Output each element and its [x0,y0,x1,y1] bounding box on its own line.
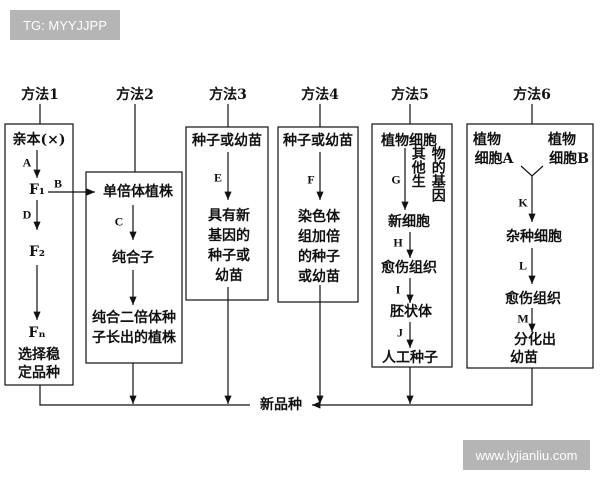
box-method-3 [185,126,269,301]
m6-step-l: L [518,258,528,273]
m3-end-1: 具有新 [208,208,250,224]
m6-cell-b-1: 植物 [548,132,576,148]
m3-end-4: 幼苗 [215,268,243,284]
m2-end-2: 子长出的植株 [92,330,176,346]
m1-f1: F₁ [28,182,46,198]
m4-step-f: F [307,172,315,187]
m3-start: 种子或幼苗 [192,133,262,149]
box-method-5 [371,123,453,368]
m1-step-a: A [22,155,32,170]
m5-step-i: I [395,282,401,297]
box-method-4 [277,126,359,303]
m6-cell-b-2: 细胞B [549,151,589,167]
m4-end-4: 或幼苗 [298,269,340,285]
method-2-label: 方法2 [116,87,154,103]
m5-step-h: H [393,235,403,250]
m6-cell-a-1: 植物 [473,132,501,148]
method-1-label: 方法1 [21,87,59,103]
m5-new-cell: 新细胞 [388,214,430,230]
box-method-6 [466,123,594,369]
m1-fn: Fₙ [28,325,46,341]
m6-step-k: K [518,195,528,210]
m2-step-c: C [114,214,124,229]
method-6-label: 方法6 [513,87,551,103]
m5-artificial-seed: 人工种子 [382,350,438,366]
m5-step-g: G [391,172,401,187]
m1-step-d: D [22,207,32,222]
m6-differentiate: 分化出 [514,332,556,348]
method-3-label: 方法3 [209,87,247,103]
m2-end-1: 纯合二倍体种 [92,310,176,326]
m5-callus: 愈伤组织 [381,260,437,276]
m3-end-2: 基因的 [208,228,250,244]
watermark-bottom: www.lyjianliu.com [463,440,590,470]
m4-start: 种子或幼苗 [283,133,353,149]
m5-side-1: 其他生 [409,146,426,188]
method-5-label: 方法5 [391,87,429,103]
m6-callus: 愈伤组织 [505,291,561,307]
m6-cell-a-2: 细胞A [474,151,514,167]
m2-mid: 纯合子 [112,250,154,266]
result-new-variety: 新品种 [260,397,302,413]
m5-side-2: 物的基因 [429,146,446,202]
m4-end-3: 的种子 [298,249,340,265]
box-method-2 [85,171,183,364]
watermark-top: TG: MYYJJPP [10,10,120,40]
m1-start: 亲本(×) [12,132,66,148]
m2-start: 单倍体植株 [103,184,173,200]
m5-start: 植物细胞 [381,133,437,149]
m1-step-b: B [53,176,63,191]
m3-step-e: E [213,170,223,185]
m1-end-1: 选择稳 [18,347,60,363]
m1-f2: F₂ [28,244,46,260]
m6-step-m: M [517,311,529,326]
m4-end-2: 组加倍 [298,229,340,245]
method-4-label: 方法4 [301,87,339,103]
m5-step-j: J [397,325,403,340]
box-method-1 [4,123,74,386]
m5-embryoid: 胚状体 [390,304,432,320]
m1-end-2: 定品种 [18,365,60,381]
m6-hybrid-cell: 杂种细胞 [506,229,562,245]
m4-end-1: 染色体 [298,209,340,225]
m6-seedling: 幼苗 [510,350,538,366]
m3-end-3: 种子或 [208,248,250,264]
